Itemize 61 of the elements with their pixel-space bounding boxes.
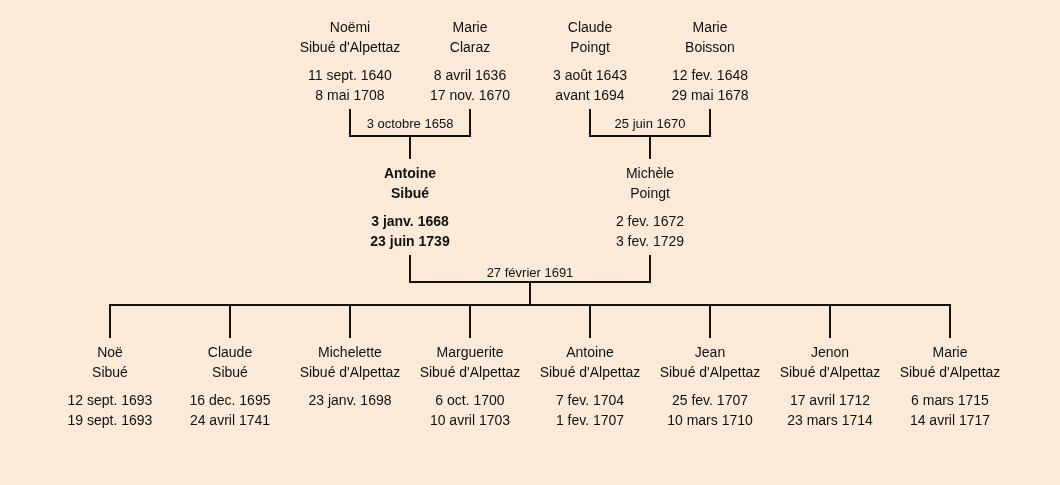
marriage-date: 27 février 1691 — [486, 264, 574, 282]
family-name: Sibué d'Alpettaz — [539, 363, 641, 382]
given-name: Claude — [207, 343, 253, 362]
birth-date: 7 fev. 1704 — [555, 391, 625, 410]
death-date: 24 avril 1741 — [189, 411, 271, 430]
family-name: Sibué d'Alpettaz — [299, 38, 401, 57]
family-name: Sibué d'Alpettaz — [899, 363, 1001, 382]
descent-line — [529, 254, 951, 339]
birth-date: 8 avril 1636 — [433, 66, 507, 85]
marriage-date: 25 juin 1670 — [614, 115, 686, 133]
descent-line — [649, 108, 711, 160]
death-date: 1 fev. 1707 — [555, 411, 625, 430]
death-date: 14 avril 1717 — [909, 411, 991, 430]
given-name: Antoine — [383, 164, 437, 183]
birth-date: 6 mars 1715 — [911, 391, 989, 410]
given-name: Antoine — [566, 343, 614, 362]
given-name: Claude — [567, 18, 613, 37]
death-date: 8 mai 1708 — [315, 86, 385, 105]
birth-date: 2 fev. 1672 — [615, 212, 685, 231]
birth-date: 12 fev. 1648 — [672, 66, 748, 85]
birth-date: 23 janv. 1698 — [308, 391, 392, 410]
death-date: avant 1694 — [555, 86, 625, 105]
given-name: Jenon — [810, 343, 850, 362]
family-name: Sibué — [92, 363, 128, 382]
birth-date: 6 oct. 1700 — [435, 391, 505, 410]
death-date: 29 mai 1678 — [671, 86, 749, 105]
given-name: Noëmi — [329, 18, 371, 37]
given-name: Marie — [452, 18, 488, 37]
birth-date: 25 fev. 1707 — [672, 391, 748, 410]
family-name: Sibué d'Alpettaz — [659, 363, 761, 382]
death-date: 19 sept. 1693 — [67, 411, 153, 430]
given-name: Jean — [694, 343, 726, 362]
family-name: Boisson — [685, 38, 735, 57]
given-name: Michèle — [625, 164, 675, 183]
death-date: 10 mars 1710 — [667, 411, 753, 430]
birth-date: 12 sept. 1693 — [67, 391, 153, 410]
family-name: Poingt — [630, 184, 670, 203]
death-date: 23 mars 1714 — [787, 411, 873, 430]
descent-line — [409, 108, 471, 160]
birth-date: 3 janv. 1668 — [371, 212, 449, 231]
death-date: 17 nov. 1670 — [430, 86, 510, 105]
family-name: Poingt — [570, 38, 610, 57]
family-name: Sibué d'Alpettaz — [299, 363, 401, 382]
birth-date: 16 dec. 1695 — [189, 391, 271, 410]
death-date: 10 avril 1703 — [429, 411, 511, 430]
given-name: Noë — [97, 343, 123, 362]
family-name: Claraz — [449, 38, 491, 57]
family-name: Sibué — [212, 363, 248, 382]
death-date: 3 fev. 1729 — [615, 232, 685, 251]
given-name: Marie — [932, 343, 968, 362]
birth-date: 11 sept. 1640 — [308, 66, 392, 85]
given-name: Marguerite — [436, 343, 504, 362]
birth-date: 17 avril 1712 — [789, 391, 871, 410]
family-name: Sibué d'Alpettaz — [779, 363, 881, 382]
birth-date: 3 août 1643 — [553, 66, 627, 85]
given-name: Michelette — [318, 343, 382, 362]
given-name: Marie — [692, 18, 728, 37]
family-name: Sibué d'Alpettaz — [419, 363, 521, 382]
family-name: Sibué — [390, 184, 430, 203]
marriage-date: 3 octobre 1658 — [366, 115, 454, 133]
death-date: 23 juin 1739 — [370, 232, 450, 251]
